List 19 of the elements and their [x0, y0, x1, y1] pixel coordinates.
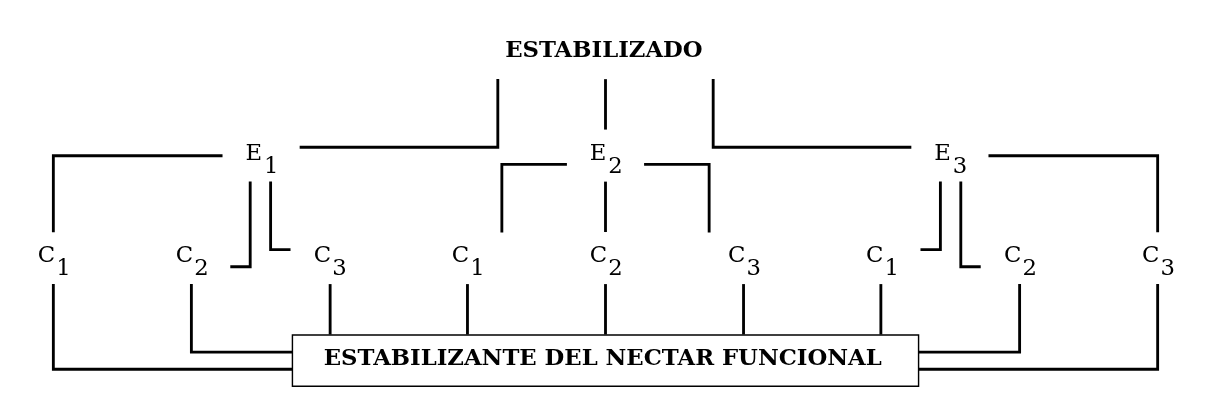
- connector: [879, 284, 883, 335]
- connector: [604, 79, 607, 130]
- connector: [299, 78, 500, 149]
- connector: [711, 78, 912, 149]
- connector: [189, 283, 293, 354]
- node-text: ESTABILIZADO: [505, 36, 703, 63]
- connector: [51, 154, 223, 233]
- connector: [988, 154, 1160, 233]
- node-box: ESTABILIZANTE DEL NECTAR FUNCIONAL: [291, 334, 920, 387]
- connector: [742, 284, 745, 335]
- connector: [918, 283, 1160, 371]
- connector: [466, 284, 469, 335]
- connector: [51, 283, 293, 371]
- connector: [328, 284, 332, 335]
- connector: [604, 181, 607, 233]
- connector: [500, 162, 567, 233]
- connector: [918, 283, 1022, 354]
- connector: [644, 162, 711, 233]
- connector: [604, 284, 607, 335]
